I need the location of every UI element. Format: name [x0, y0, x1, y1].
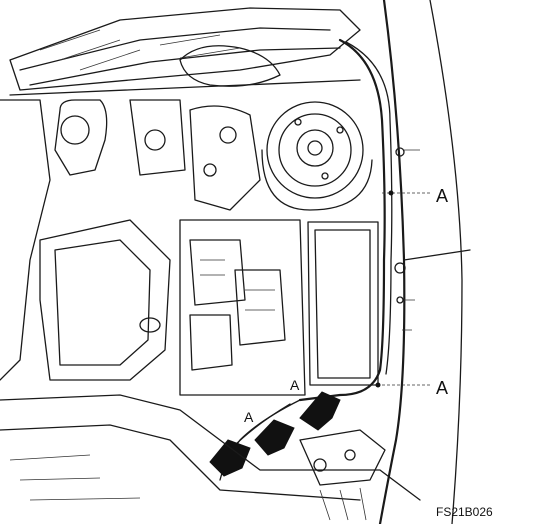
callout-a-lower-label: A — [436, 378, 448, 398]
figure-code: FS21B026 — [436, 505, 493, 519]
fender-edge — [378, 0, 471, 524]
pointer-arrows — [209, 391, 341, 477]
harness-label-a-2: A — [244, 409, 254, 425]
strut-tower — [261, 101, 373, 211]
harness-label-a-1: A — [290, 377, 300, 393]
callout-a-upper-label: A — [436, 186, 448, 206]
left-frame — [0, 99, 186, 381]
lower-structure — [0, 394, 421, 521]
components — [179, 105, 379, 396]
arrow-2-icon — [254, 419, 295, 456]
callout-a-lower — [372, 382, 432, 388]
callout-a-upper — [382, 190, 432, 196]
cowl-panel — [9, 7, 361, 96]
arrow-1-icon — [299, 391, 341, 431]
